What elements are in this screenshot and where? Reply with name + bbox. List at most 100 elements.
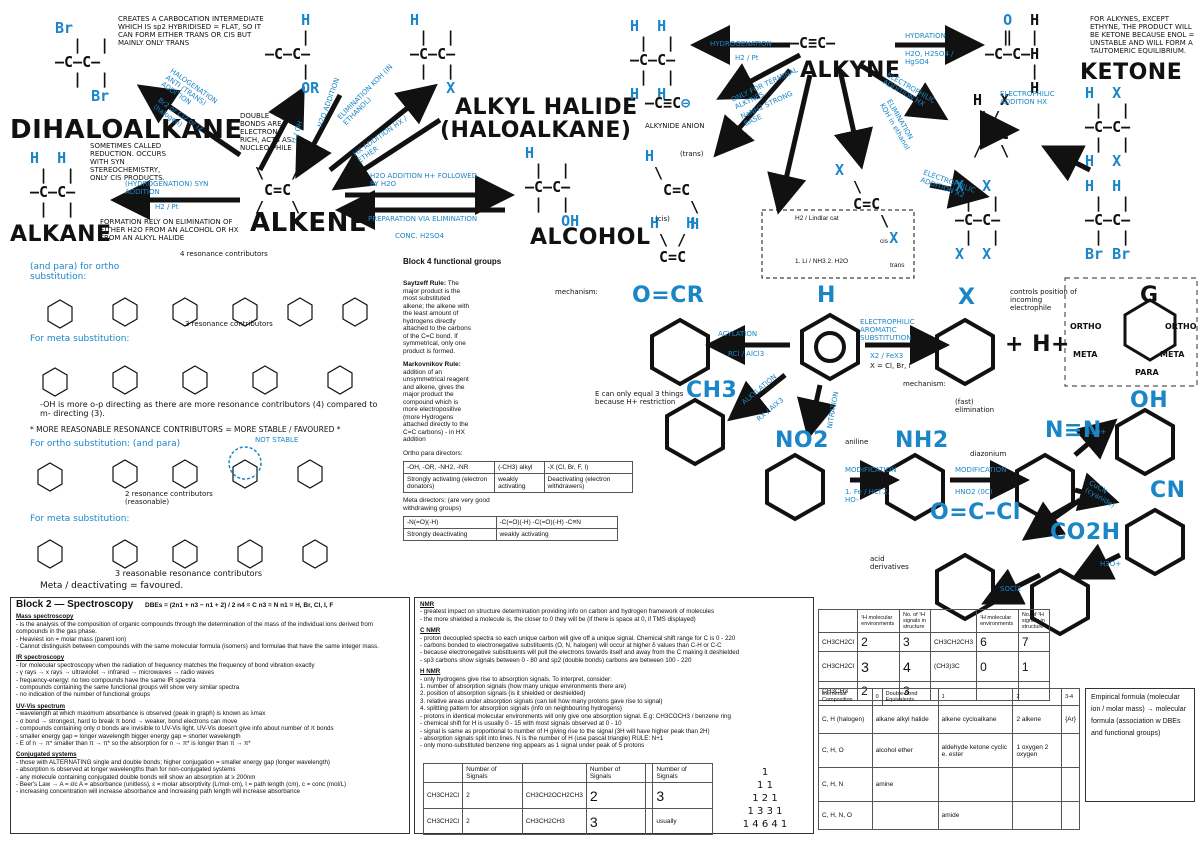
h3o-label-2: H3O+ xyxy=(1100,560,1122,568)
block2-panel: Block 2 — Spectroscopy DBEs = (2n1 + n3 … xyxy=(10,597,410,834)
uv1: - wavelength at which maximum absorbance… xyxy=(16,710,266,718)
fast-elim-label: (fast) elimination xyxy=(955,398,995,414)
h2o-h2so4-note: H2O, H2SO4 / HgSO4 xyxy=(905,50,954,66)
acyl-ocr-label: O=CR xyxy=(632,283,705,308)
block4-panel: Block 4 functional groups Saytzeff Rule:… xyxy=(402,257,633,541)
four-contrib-label: 4 resonance contributors xyxy=(180,250,268,258)
h2-pt-note: H2 / Pt xyxy=(155,203,179,211)
hnmr8: - signal is same as proportional to numb… xyxy=(420,727,710,735)
uv-head: UV-Vis spectrum xyxy=(16,702,66,710)
haloalkane-label: (HALOALKANE) xyxy=(440,118,632,143)
e-only-note: E can only equal 3 things because H+ res… xyxy=(595,390,684,406)
ortho-left-label: ORTHO xyxy=(1070,322,1102,331)
cnmr2: - carbons bonded to electronegative subs… xyxy=(420,642,722,650)
hydrogenation-right: HYDROGENATION xyxy=(710,40,772,48)
hnmr10: - only mono-substituted benzene ring app… xyxy=(420,742,645,750)
double-bond-note: DOUBLE BONDS ARE ELECTRON RICH, ACTS AS … xyxy=(240,112,292,152)
rcl-alcl3-label: RCl / AlCl3 xyxy=(728,350,765,358)
signals-table: Number of Signals Number of Signals Numb… xyxy=(422,763,713,835)
for-meta2-label: For meta substitution: xyxy=(30,514,130,524)
uv4: - smaller energy gap = longer wavelength… xyxy=(16,732,241,740)
conj5: - increasing concentration will increase… xyxy=(16,788,301,796)
cis-note: (cis) xyxy=(655,215,670,223)
more-stable-note: * MORE REASONABLE RESONANCE CONTRIBUTORS… xyxy=(30,425,341,434)
ir4: - compounds containing the same function… xyxy=(16,684,240,692)
cnmr3: - because electronegative substituents w… xyxy=(420,649,740,657)
two-contrib-label: 2 resonance contributors (reasonable) xyxy=(125,490,213,506)
conj1: - those with ALTERNATING single and doub… xyxy=(16,758,330,766)
hnmr-head: H NMR xyxy=(420,668,441,676)
hnmr2: 1. number of absorption signals (how man… xyxy=(420,683,627,691)
modification-2: MODIFICATION xyxy=(955,466,1007,474)
x-list-label: X = Cl, Br, I xyxy=(870,362,911,370)
acid-derivatives-label: acid derivatives xyxy=(870,555,909,571)
nmr2: - the more shielded a molecule is, the c… xyxy=(420,615,696,623)
ir2: - γ rays → x rays → ultraviolet → infrar… xyxy=(16,669,215,677)
alkane-structure: H H | | –C–C– | | xyxy=(30,149,76,218)
ch3-label: CH3 xyxy=(686,378,738,403)
h3o-label-1: H3O+ xyxy=(1085,428,1107,436)
empirical-panel: Empirical formula (molecular ion / molar… xyxy=(1085,688,1195,802)
saytzeff-head: Saytzeff Rule: xyxy=(403,280,446,287)
arrow-alkene-to-alcohol-h2o xyxy=(257,86,305,172)
nmr-panel: NMR - greatest impact on structure deter… xyxy=(414,597,814,835)
ketone-note: FOR ALKYNES, EXCEPT ETHYNE, THE PRODUCT … xyxy=(1090,15,1195,55)
cocl-label: O=C–Cl xyxy=(930,500,1021,525)
conj-head: Conjugated systems xyxy=(16,751,77,759)
para-label: PARA xyxy=(1135,368,1159,377)
uv5: - E of n → π* smaller than π → π* so the… xyxy=(16,739,251,747)
meta-left-label: META xyxy=(1073,350,1098,359)
block4-title: Block 4 functional groups xyxy=(403,257,502,266)
ketone-structure: O H ‖ | –C–C–H | H xyxy=(985,11,1040,97)
alkynide-structure: –C≡C⊖ xyxy=(645,94,691,112)
ortho-right-label: ORTHO xyxy=(1165,322,1197,331)
trans-note: (trans) xyxy=(680,150,704,158)
cis-label: cis xyxy=(880,238,888,245)
conj4: - Beer's Law → A = εlc A = absorbance (u… xyxy=(16,780,347,788)
ortho-para-table: -OH, -OR, -NH2, -NR(-CH3) alkyl-X (Cl, B… xyxy=(402,461,633,493)
h2o-addition2-note: H2O ADDITION H+ FOLLOWED BY H2O xyxy=(370,172,478,188)
conj3: - any molecule containing conjugated dou… xyxy=(16,773,256,781)
block2-title: Block 2 — Spectroscopy xyxy=(16,599,134,610)
hnmr3: 2. position of absorption signals (is it… xyxy=(420,690,586,698)
hnmr9: - absorption signals split into lines. N… xyxy=(420,734,664,742)
nmr1: - greatest impact on structure determina… xyxy=(420,608,715,616)
alkyne-label: ALKYNE xyxy=(800,58,901,83)
hnmr5: 4. splitting pattern for absorption sign… xyxy=(420,705,622,713)
electrophilic-hx-right: ELECTROPHILIC ADDITION HX xyxy=(1000,90,1055,106)
for-ortho2-label: For ortho substitution: (and para) xyxy=(30,439,181,449)
mechanism-left-label: mechanism: xyxy=(555,288,598,296)
mechanism-label: mechanism: xyxy=(903,380,946,388)
benzene-ring-center xyxy=(800,312,860,382)
markovnikov-text: addition of an unsymmetrical reagent and… xyxy=(403,368,469,444)
ms1: - is the analysis of the composition of … xyxy=(16,620,374,636)
not-stable-label: NOT STABLE xyxy=(255,436,299,444)
for-meta-label: For meta substitution: xyxy=(30,334,130,344)
li-nh3-note: 1. Li / NH3 2. H2O xyxy=(795,258,849,265)
h2-pt-right: H2 / Pt xyxy=(735,54,759,62)
hydrogenation-note: (HYDROGENATION) SYN ADDITION xyxy=(125,180,209,196)
ir-head: IR spectroscopy xyxy=(16,654,65,662)
arrow-alkylhalide-to-alkene xyxy=(331,117,442,191)
formation-note: FORMATION RELY ON ELIMINATION OF EITHER … xyxy=(100,218,239,242)
alkane-label: ALKANE xyxy=(10,222,112,247)
socl2-label: SOCl2 xyxy=(1000,585,1022,593)
ir1: - for molecular spectroscopy when the ra… xyxy=(16,661,315,669)
saytzeff-text: The major product is the most substitute… xyxy=(403,280,471,355)
ketone-label: KETONE xyxy=(1080,60,1183,85)
alcohol-top-structure: H | –C–C– | OR xyxy=(265,11,320,97)
benzene-x-label: X xyxy=(958,285,976,310)
arrow-alkene-to-dihalo xyxy=(136,84,242,158)
phenol-oh-label: OH xyxy=(1130,388,1169,413)
ms-head: Mass spectroscopy xyxy=(16,613,74,621)
hydration-note: HYDRATION xyxy=(905,32,946,40)
arrow-alcohol-to-alkene xyxy=(295,93,343,179)
hno2-label: HNO2 (0C) xyxy=(955,488,993,496)
x2-fex3-label: X2 / FeX3 xyxy=(870,352,904,360)
alkyne-structure: –C≡C– xyxy=(790,34,836,52)
three-reasonable-label: 3 reasonable resonance contributors xyxy=(115,569,263,578)
dihalo-right-structure: H X | | –C–C– | | H X xyxy=(1085,84,1131,170)
